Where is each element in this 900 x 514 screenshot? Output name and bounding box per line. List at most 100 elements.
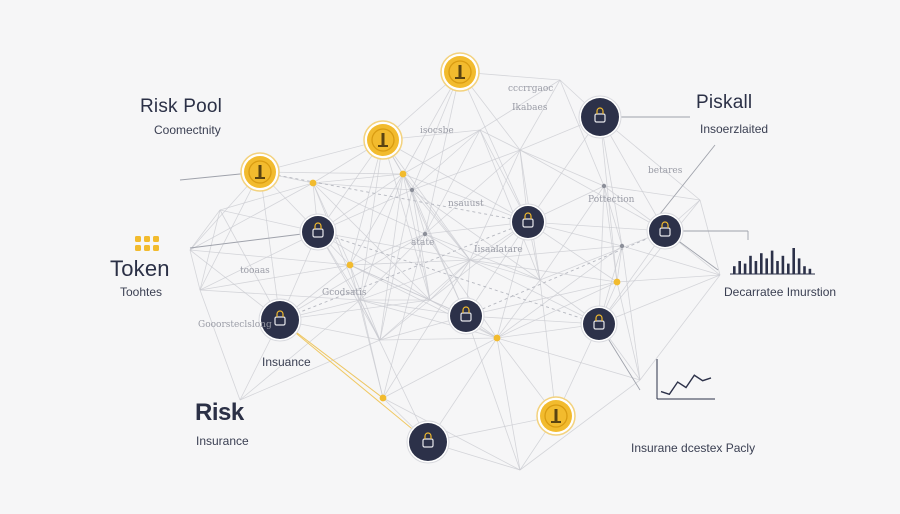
network-link bbox=[469, 259, 600, 325]
network-link bbox=[496, 337, 521, 471]
lock-icon bbox=[649, 215, 681, 247]
bar-chart-bar bbox=[797, 258, 801, 274]
leader-line bbox=[659, 144, 716, 215]
network-link bbox=[312, 182, 413, 191]
network-link bbox=[359, 299, 429, 443]
gold-junction-dot bbox=[399, 170, 407, 178]
faint-label: tooaas bbox=[240, 266, 270, 276]
network-link bbox=[189, 249, 351, 266]
network-link bbox=[239, 339, 381, 401]
network-link bbox=[379, 259, 471, 341]
lock-icon bbox=[581, 98, 619, 136]
coin-icon bbox=[554, 409, 558, 421]
lock-icon bbox=[261, 301, 299, 339]
lock-icon bbox=[274, 316, 286, 326]
junction-dot bbox=[619, 243, 625, 249]
network-link bbox=[598, 230, 666, 325]
coin-icon bbox=[455, 77, 465, 79]
coin-icon bbox=[255, 177, 265, 179]
bar-chart-bar bbox=[765, 258, 768, 274]
faint-label: Iisaalatare bbox=[474, 245, 523, 255]
network-link bbox=[496, 279, 541, 339]
network-link bbox=[469, 259, 541, 281]
network-link bbox=[465, 281, 618, 317]
network-link bbox=[469, 245, 623, 261]
network-link bbox=[519, 379, 641, 471]
dashed-link bbox=[317, 231, 600, 325]
coin-icon bbox=[448, 60, 472, 84]
network-link bbox=[411, 189, 426, 235]
network-link bbox=[639, 274, 721, 381]
dot-grid-icon bbox=[144, 236, 150, 242]
network-link bbox=[382, 259, 471, 399]
risk-subtitle: Insurance bbox=[196, 434, 249, 448]
network-link bbox=[239, 299, 361, 401]
network-link bbox=[427, 415, 557, 443]
network-link bbox=[382, 397, 521, 471]
network-link bbox=[199, 289, 241, 401]
lock-icon bbox=[594, 113, 606, 123]
network-link bbox=[382, 233, 426, 399]
coin-icon bbox=[458, 65, 462, 77]
network-link bbox=[312, 182, 426, 235]
network-link bbox=[424, 71, 461, 235]
piskall-subtitle: Insoerzlaited bbox=[700, 122, 769, 136]
junction-dot bbox=[422, 231, 428, 237]
network-link bbox=[379, 173, 404, 341]
network-link bbox=[411, 149, 521, 191]
network-link bbox=[616, 274, 721, 283]
lock-icon bbox=[512, 206, 544, 238]
network-link bbox=[349, 264, 381, 341]
network-link bbox=[259, 171, 281, 321]
bar-chart-bar bbox=[743, 263, 747, 274]
dashed-link bbox=[259, 171, 529, 223]
network-link bbox=[199, 289, 361, 301]
network-link bbox=[424, 233, 498, 339]
network-link bbox=[469, 149, 521, 261]
gold-junction-dot bbox=[379, 394, 387, 402]
network-link bbox=[559, 79, 605, 187]
risk-pool-subtitle: Coomectnity bbox=[154, 123, 221, 137]
faint-label: Ikabaes bbox=[512, 103, 548, 113]
lock-icon bbox=[276, 310, 284, 317]
network-link bbox=[496, 245, 623, 339]
network-link bbox=[411, 189, 541, 281]
network-link bbox=[382, 337, 498, 399]
network-link bbox=[621, 245, 641, 381]
network-link bbox=[189, 182, 314, 251]
network-link bbox=[424, 233, 471, 261]
network-link bbox=[359, 233, 426, 301]
gold-junction-dot bbox=[613, 278, 621, 286]
lock-icon bbox=[314, 222, 322, 229]
network-link bbox=[317, 231, 381, 341]
network-link bbox=[379, 299, 431, 341]
coin-icon bbox=[258, 165, 262, 177]
coin-icon bbox=[551, 421, 561, 423]
lock-icon bbox=[522, 218, 534, 228]
gold-junction-dot bbox=[493, 334, 501, 342]
network-link bbox=[616, 281, 641, 381]
network-link bbox=[519, 149, 666, 232]
network-link bbox=[199, 209, 221, 291]
bar-chart-bar bbox=[803, 266, 806, 274]
lock-icon bbox=[583, 308, 615, 340]
dot-grid-icon bbox=[144, 245, 150, 251]
network-link bbox=[599, 116, 701, 201]
bar-chart-bar bbox=[738, 261, 741, 274]
lock-icon bbox=[524, 212, 532, 219]
network-link bbox=[424, 129, 481, 235]
bar-chart-bar bbox=[770, 250, 774, 274]
network-link bbox=[259, 139, 384, 173]
network-link bbox=[411, 189, 467, 317]
network-link bbox=[424, 149, 521, 235]
faint-label: atate bbox=[411, 238, 435, 248]
network-link bbox=[402, 129, 481, 175]
coin-icon bbox=[371, 128, 395, 152]
network-link bbox=[599, 116, 666, 232]
network-link bbox=[259, 171, 404, 175]
dot-grid-icon bbox=[135, 236, 141, 242]
lock-icon bbox=[422, 438, 434, 448]
network-link bbox=[359, 299, 381, 341]
network-link bbox=[465, 315, 521, 471]
faint-label: isocsbe bbox=[420, 126, 454, 136]
